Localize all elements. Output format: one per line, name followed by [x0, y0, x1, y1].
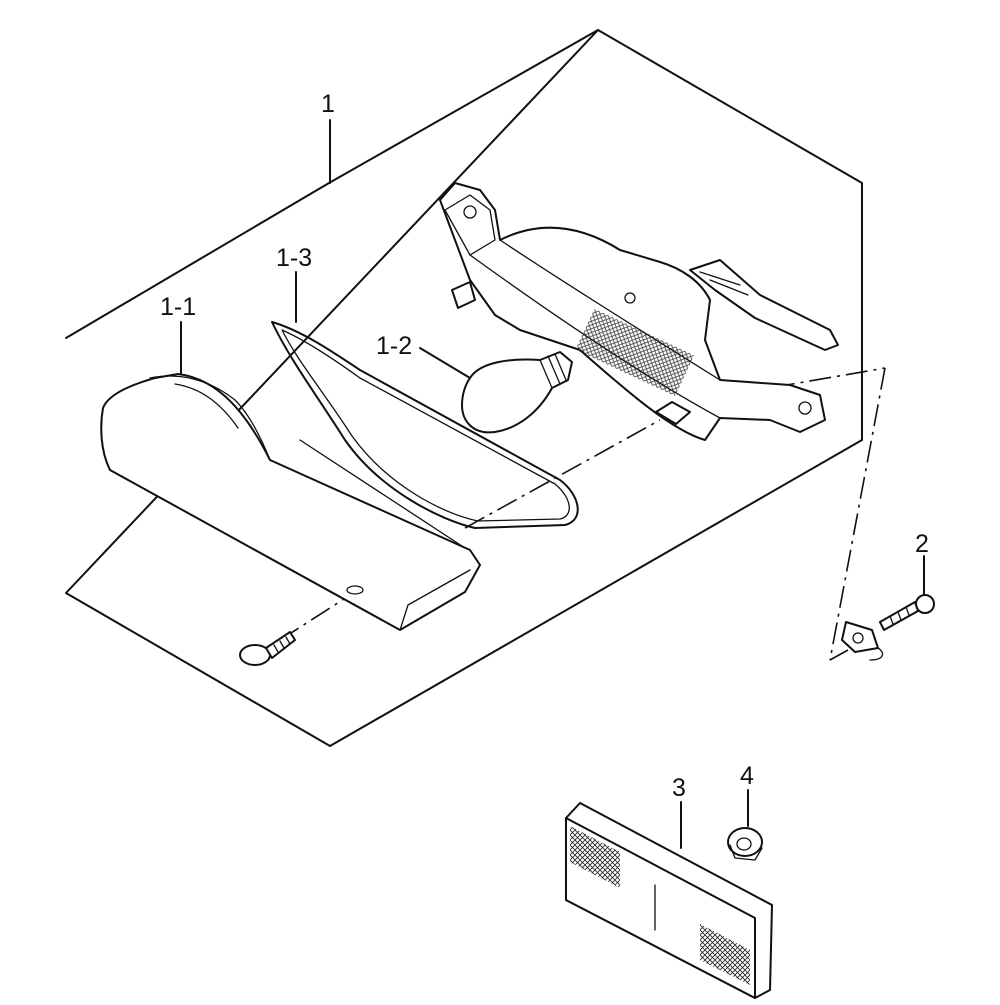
reflector-part [565, 802, 773, 999]
callout-2: 2 [915, 530, 929, 558]
callout-1: 1 [321, 90, 335, 118]
nut-part [727, 827, 763, 861]
housing-part [439, 182, 839, 441]
callout-1-1: 1-1 [160, 293, 197, 321]
gasket-part [271, 321, 579, 529]
callout-1-2: 1-2 [376, 332, 413, 360]
alignment-line-side [829, 367, 886, 661]
lens-part [100, 373, 481, 631]
leader-1-2 [419, 347, 471, 379]
callout-3: 3 [672, 774, 686, 802]
lens-screw-part [239, 631, 296, 666]
alignment-line-screw [279, 591, 356, 641]
screw-2-part [841, 594, 935, 661]
callout-1-3: 1-3 [276, 244, 313, 272]
alignment-line-main [464, 367, 886, 529]
bulb-part [461, 351, 573, 434]
callout-4: 4 [740, 762, 754, 790]
assembly-outline [65, 29, 863, 747]
